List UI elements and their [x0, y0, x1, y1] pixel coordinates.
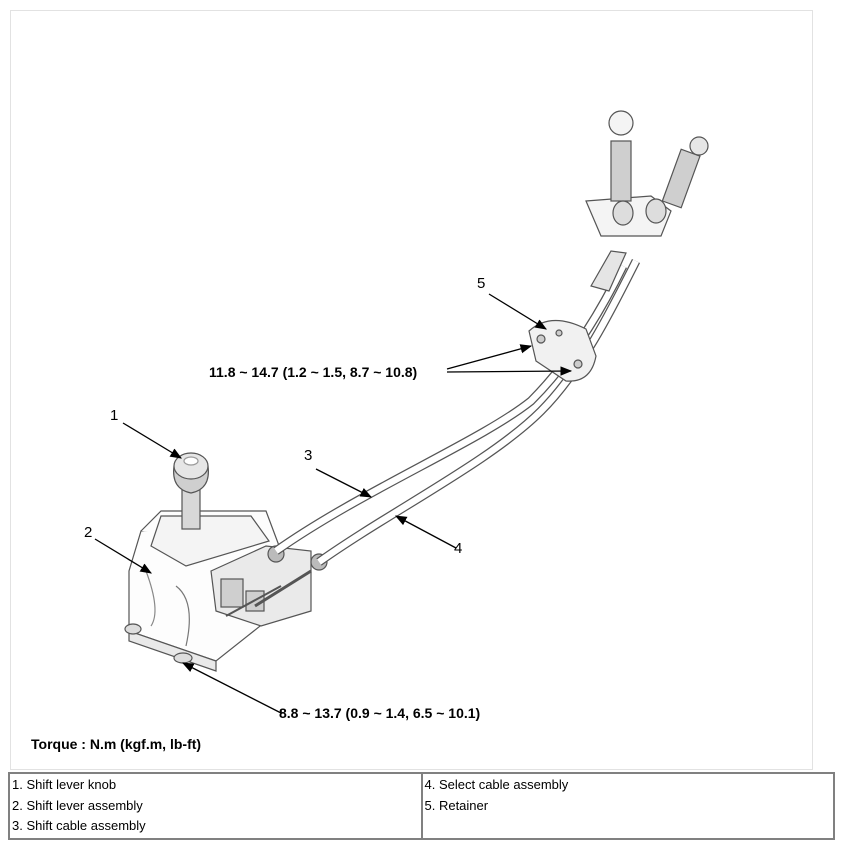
- torque-unit-note: Torque : N.m (kgf.m, lb-ft): [31, 736, 202, 752]
- leader-5: [488, 293, 547, 330]
- shift-lever-knob: [173, 452, 209, 530]
- cables: [225, 258, 641, 617]
- cable-end-fittings: [585, 110, 709, 292]
- legend-item: 4. Select cable assembly: [424, 777, 569, 792]
- leader-4: [394, 515, 457, 549]
- callout-1: 1: [110, 407, 119, 424]
- leader-torque-b: [446, 366, 573, 376]
- leader-lines: [94, 293, 573, 714]
- shift-cable-illustration: [94, 110, 709, 714]
- callout-4: 4: [454, 540, 463, 557]
- legend-column-right: 4. Select cable assembly 5. Retainer: [420, 772, 835, 840]
- leader-torque-base: [181, 662, 282, 714]
- leader-3: [315, 468, 373, 498]
- legend-item: 3. Shift cable assembly: [12, 818, 146, 833]
- callout-3: 3: [304, 447, 313, 464]
- legend-item: 1. Shift lever knob: [12, 777, 117, 792]
- leader-1: [122, 422, 183, 459]
- callout-2: 2: [84, 524, 93, 541]
- shift-lever-assembly: [124, 510, 328, 672]
- leader-2: [94, 538, 153, 574]
- retainer: [528, 319, 597, 382]
- legend-item: 5. Retainer: [424, 797, 489, 813]
- torque-spec-retainer: 11.8 ~ 14.7 (1.2 ~ 1.5, 8.7 ~ 10.8): [209, 364, 418, 380]
- diagram-figure: 1 2 3 4 5 11.8 ~ 14.7 (1.2 ~ 1.5, 8.7 ~ …: [10, 10, 813, 770]
- parts-legend-table: 1. Shift lever knob 2. Shift lever assem…: [8, 772, 835, 840]
- legend-item: 2. Shift lever assembly: [12, 797, 143, 813]
- leader-torque-a: [446, 344, 533, 370]
- legend-column-left: 1. Shift lever knob 2. Shift lever assem…: [8, 772, 423, 840]
- torque-spec-base: 8.8 ~ 13.7 (0.9 ~ 1.4, 6.5 ~ 10.1): [279, 705, 481, 721]
- callout-5: 5: [477, 275, 486, 292]
